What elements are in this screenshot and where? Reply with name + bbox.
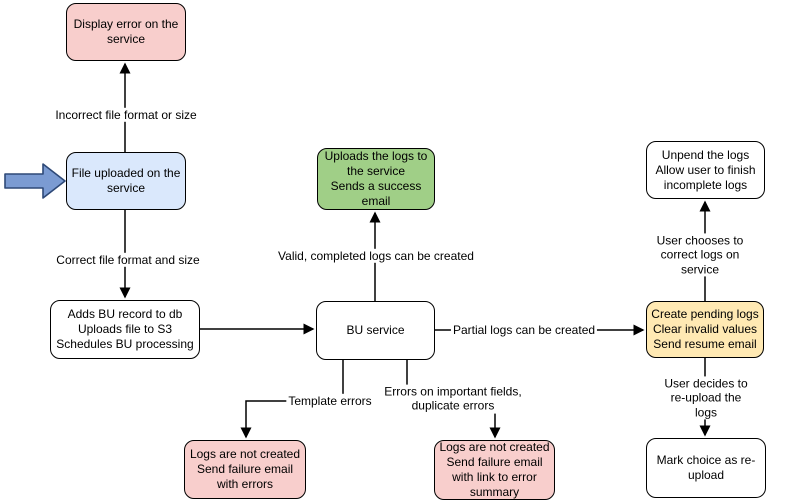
edge-label-correct-format: Correct file format and size (54, 252, 202, 268)
node-mark-reupload: Mark choice as re-upload (646, 438, 766, 498)
node-unpend-logs: Unpend the logs Allow user to finish inc… (646, 141, 765, 199)
edge-label-partial-logs: Partial logs can be created (450, 322, 598, 338)
node-adds-bu-record: Adds BU record to db Uploads file to S3 … (50, 300, 200, 359)
node-logs-failure-errors: Logs are not created Send failure email … (184, 440, 306, 499)
entry-block-arrow-icon (4, 163, 66, 199)
node-uploads-logs-success: Uploads the logs to the service Sends a … (317, 148, 435, 210)
node-file-uploaded: File uploaded on the service (66, 152, 186, 210)
edge-label-valid-completed: Valid, completed logs can be created (276, 248, 476, 264)
edge-label-incorrect-format: Incorrect file format or size (53, 107, 199, 123)
node-display-error: Display error on the service (66, 3, 186, 61)
node-label: Adds BU record to db Uploads file to S3 … (56, 307, 194, 351)
node-bu-service: BU service (316, 301, 435, 360)
node-label: Logs are not created Send failure email … (189, 447, 301, 491)
edge-label-user-corrects: User chooses to correct logs on service (649, 233, 751, 277)
node-label: Mark choice as re-upload (656, 453, 756, 482)
node-label: Logs are not created Send failure email … (439, 440, 550, 499)
node-label: Display error on the service (73, 17, 179, 46)
node-label: BU service (346, 323, 405, 337)
node-label: Create pending logs Clear invalid values… (651, 307, 759, 351)
edge-label-user-reuploads: User decides to re-upload the logs (658, 376, 754, 420)
node-label: Unpend the logs Allow user to finish inc… (655, 147, 756, 192)
node-create-pending-logs: Create pending logs Clear invalid values… (646, 301, 764, 358)
node-label: Uploads the logs to the service Sends a … (324, 149, 428, 208)
node-label: File uploaded on the service (71, 166, 181, 195)
node-logs-failure-summary: Logs are not created Send failure email … (434, 440, 555, 500)
edge-label-template-errors: Template errors (286, 393, 374, 409)
edge-label-important-fields: Errors on important fields, duplicate er… (382, 384, 524, 414)
